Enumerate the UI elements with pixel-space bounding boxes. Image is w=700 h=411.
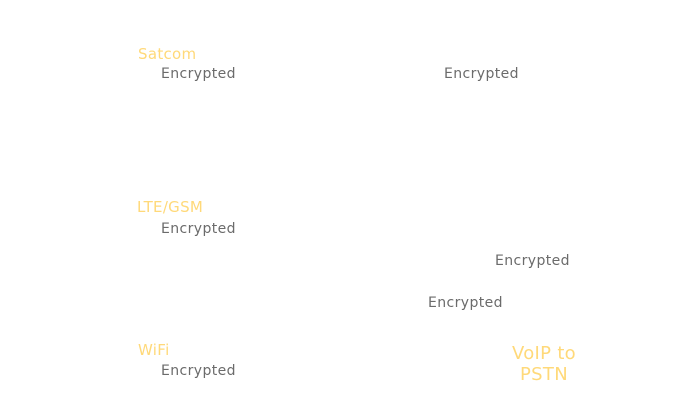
satcom-encrypted-label: Encrypted — [161, 66, 236, 82]
lte-gsm-encrypted-label: Encrypted — [161, 221, 236, 237]
lte-gsm-label: LTE/GSM — [137, 198, 204, 216]
voip-label-line2: PSTN — [520, 364, 568, 385]
mid-link-encrypted-label: Encrypted — [495, 253, 570, 269]
lower-link-encrypted-label: Encrypted — [428, 295, 503, 311]
voip-to-pstn-label: VoIP to PSTN — [489, 343, 599, 385]
top-link-encrypted-label: Encrypted — [444, 66, 519, 82]
wifi-encrypted-label: Encrypted — [161, 363, 236, 379]
voip-label-line1: VoIP to — [512, 343, 576, 364]
satcom-label: Satcom — [138, 45, 197, 63]
wifi-label: WiFi — [138, 341, 170, 359]
